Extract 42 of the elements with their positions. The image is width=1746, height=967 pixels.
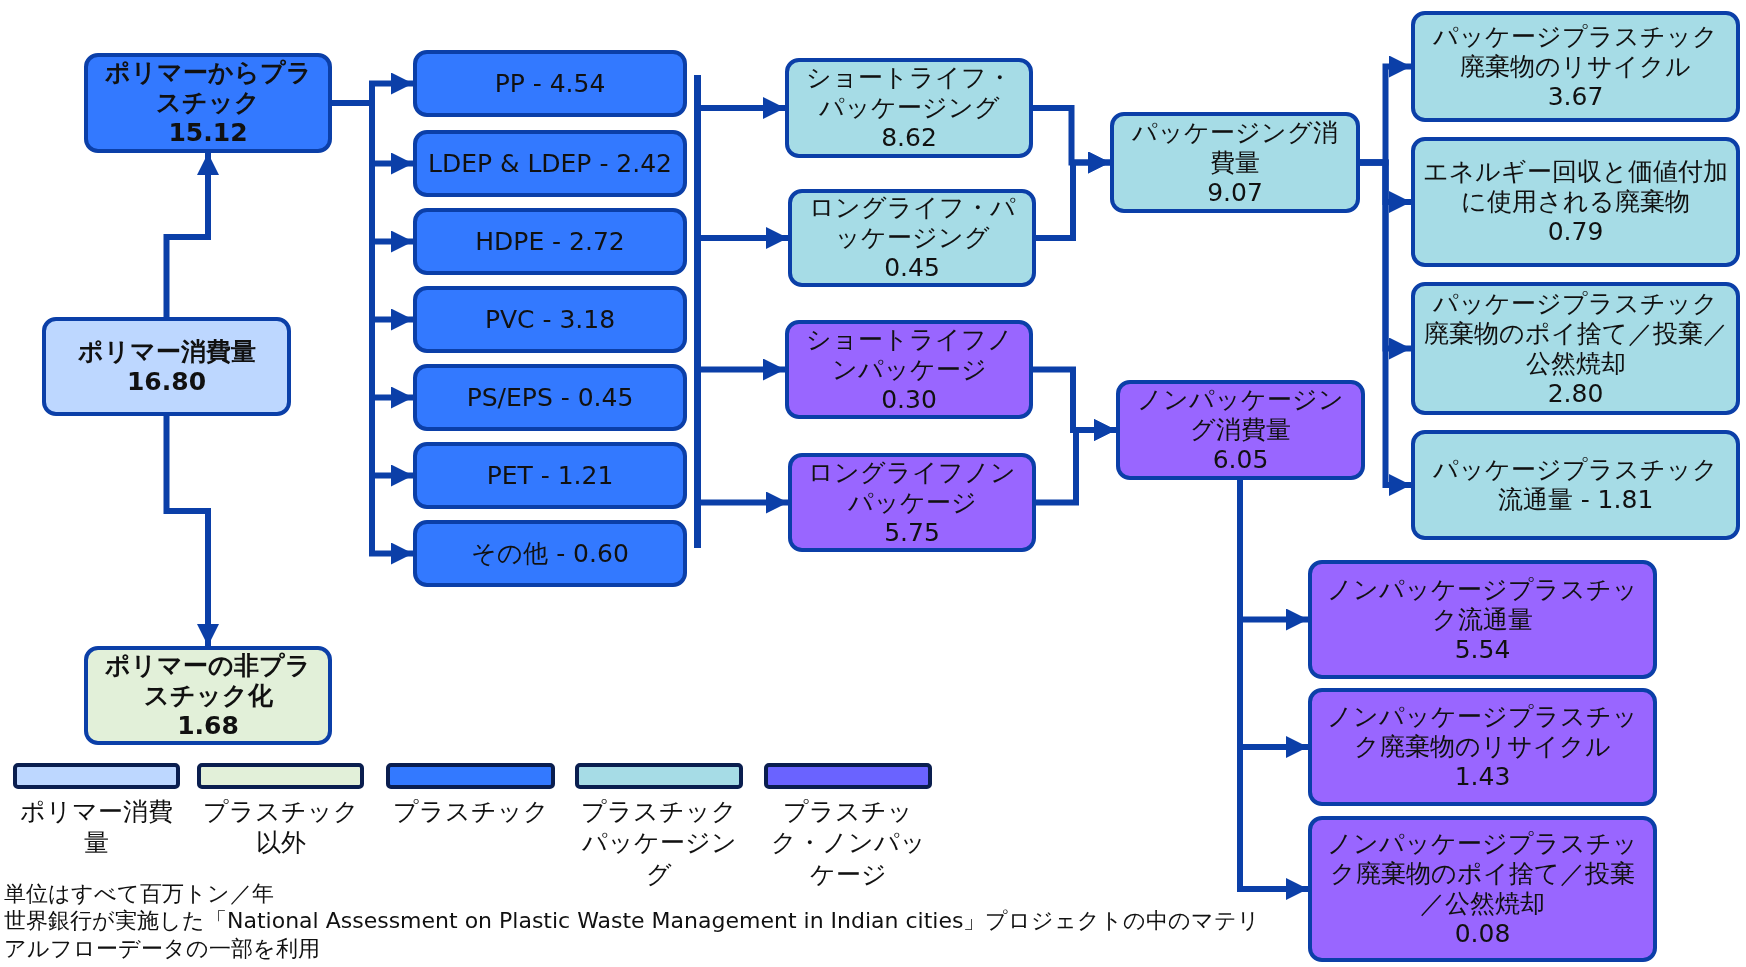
- legend-label: プラスチック・ノンパッケージ: [770, 796, 926, 890]
- legend-label: プラスチック以外: [202, 796, 359, 859]
- flow-box: ロングライフ・パッケージング 0.45: [788, 189, 1036, 287]
- flow-box: ショートライフノンパッケージ 0.30: [785, 320, 1033, 419]
- flow-box: ショートライフ・パッケージング 8.62: [785, 58, 1033, 158]
- flow-box: エネルギー回収と価値付加に使用される廃棄物 0.79: [1411, 137, 1740, 267]
- flow-box: PET - 1.21: [413, 442, 687, 509]
- note: 単位はすべて百万トン／年: [4, 880, 275, 908]
- flow-box: ノンパッケージング消費量 6.05: [1116, 380, 1365, 480]
- arrow: [332, 100, 413, 565]
- note: 世界銀行が実施した「National Assessment on Plastic Waste Management in Indian cities」プロジェクトの中のマテリアルフローデータの一部を利用: [4, 907, 1262, 962]
- flow-box: PVC - 3.18: [413, 286, 687, 353]
- arrow: [1360, 159, 1411, 496]
- flow-box: HDPE - 2.72: [413, 208, 687, 275]
- flow-box: LDEP & LDEP - 2.42: [413, 130, 687, 197]
- arrow: [1237, 480, 1308, 900]
- flow-box: ポリマーからプラスチック 15.12: [84, 53, 332, 153]
- flow-box: ノンパッケージプラスチック流通量 5.54: [1308, 560, 1657, 679]
- flow-box: パッケージング消費量 9.07: [1110, 112, 1360, 213]
- arrow: [701, 491, 788, 514]
- bracket-bar: [694, 75, 701, 548]
- flow-box: ロングライフノンパッケージ 5.75: [788, 453, 1036, 552]
- flow-box: その他 - 0.60: [413, 520, 687, 587]
- arrow: [701, 227, 788, 249]
- flow-box: PS/EPS - 0.45: [413, 364, 687, 431]
- legend-label: プラスチック: [392, 796, 549, 828]
- flow-box: ポリマーの非プラスチック化 1.68: [84, 646, 332, 745]
- legend-label: プラスチックパッケージング: [581, 796, 737, 890]
- flow-box: パッケージプラスチック廃棄物のリサイクル 3.67: [1411, 11, 1740, 122]
- arrow: [701, 358, 785, 381]
- flow-box: ポリマー消費量 16.80: [42, 317, 291, 416]
- arrow: [1036, 151, 1110, 241]
- flow-box: PP - 4.54: [413, 50, 687, 117]
- flow-box: パッケージプラスチック流通量 - 1.81: [1411, 430, 1740, 540]
- flow-box: ノンパッケージプラスチック廃棄物のリサイクル 1.43: [1308, 688, 1657, 806]
- legend-label: ポリマー消費量: [19, 796, 174, 859]
- arrow: [163, 153, 219, 317]
- arrow: [1036, 419, 1116, 506]
- arrow: [701, 97, 785, 119]
- flow-box: パッケージプラスチック廃棄物のポイ捨て／投棄／公然焼却 2.80: [1411, 282, 1740, 415]
- flow-box: ノンパッケージプラスチック廃棄物のポイ捨て／投棄／公然焼却 0.08: [1308, 816, 1657, 962]
- arrow: [163, 416, 219, 646]
